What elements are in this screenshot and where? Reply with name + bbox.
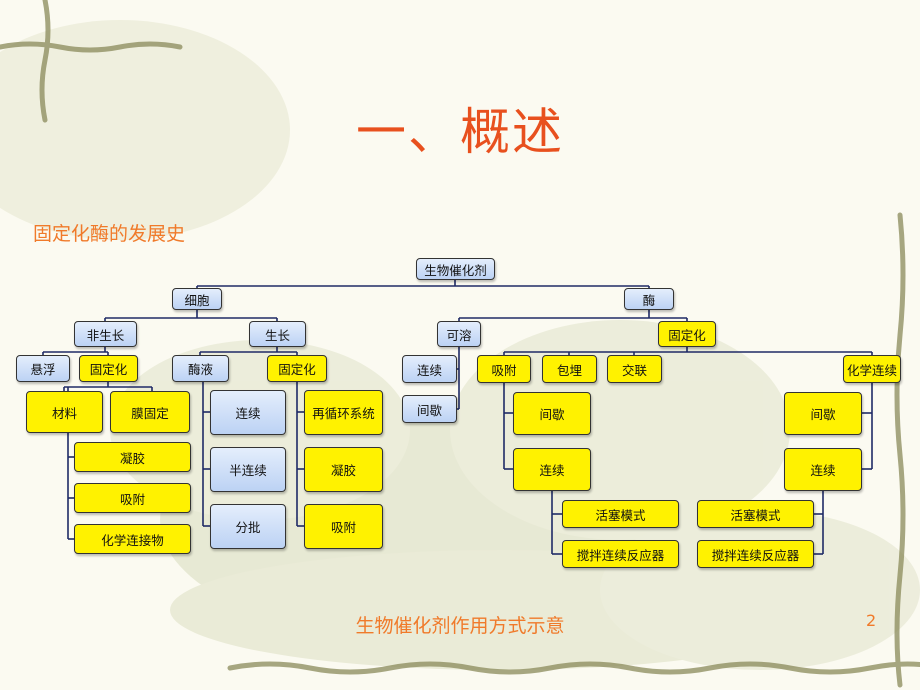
node-root: 生物催化剂 [416,258,495,280]
node-embedding: 包埋 [542,355,597,383]
node-suspended: 悬浮 [16,355,70,382]
node-adsorption-3: 吸附 [477,355,531,383]
diagram-caption: 生物催化剂作用方式示意 [355,615,565,637]
page-number: 2 [866,611,877,630]
node-gel-2: 凝胶 [304,447,383,492]
node-stirred-reactor-1: 搅拌连续反应器 [562,540,679,568]
node-chem-intermittent: 间歇 [784,392,862,435]
slide-subtitle: 固定化酶的发展史 [33,223,186,245]
node-gel-1: 凝胶 [74,442,191,472]
node-semi-continuous: 半连续 [210,447,286,492]
node-piston-mode-2: 活塞模式 [697,500,814,528]
node-soluble-intermittent: 间歇 [402,395,457,423]
slide-title: 一、概述 [356,103,564,161]
node-nongrow-immobilized: 固定化 [79,355,138,382]
node-material: 材料 [26,391,103,433]
node-recycle: 再循环系统 [304,390,383,435]
node-stirred-reactor-2: 搅拌连续反应器 [697,540,814,568]
node-crosslinking: 交联 [607,355,662,383]
node-non-growing: 非生长 [74,321,137,347]
node-enzyme-immobilized: 固定化 [658,321,716,347]
node-cell: 细胞 [172,288,222,310]
node-continuous-1: 连续 [210,390,286,435]
node-chem-continuous: 化学连续 [843,355,901,383]
node-membrane-immobilized: 膜固定 [110,391,190,433]
node-soluble-continuous: 连续 [402,355,457,383]
node-adsorption-1: 吸附 [74,483,191,513]
node-grow-immobilized: 固定化 [267,355,327,382]
node-adsorption-2: 吸附 [304,504,383,549]
node-chem-linked: 化学连接物 [74,524,191,554]
node-piston-mode-1: 活塞模式 [562,500,679,528]
node-broth: 酶液 [172,355,229,382]
node-chem-cont: 连续 [784,448,862,491]
node-ads-continuous: 连续 [513,448,591,491]
node-soluble: 可溶 [437,321,481,347]
node-growing: 生长 [249,321,306,347]
node-enzyme: 酶 [624,288,674,310]
node-batch: 分批 [210,504,286,549]
node-ads-intermittent: 间歇 [513,392,591,435]
